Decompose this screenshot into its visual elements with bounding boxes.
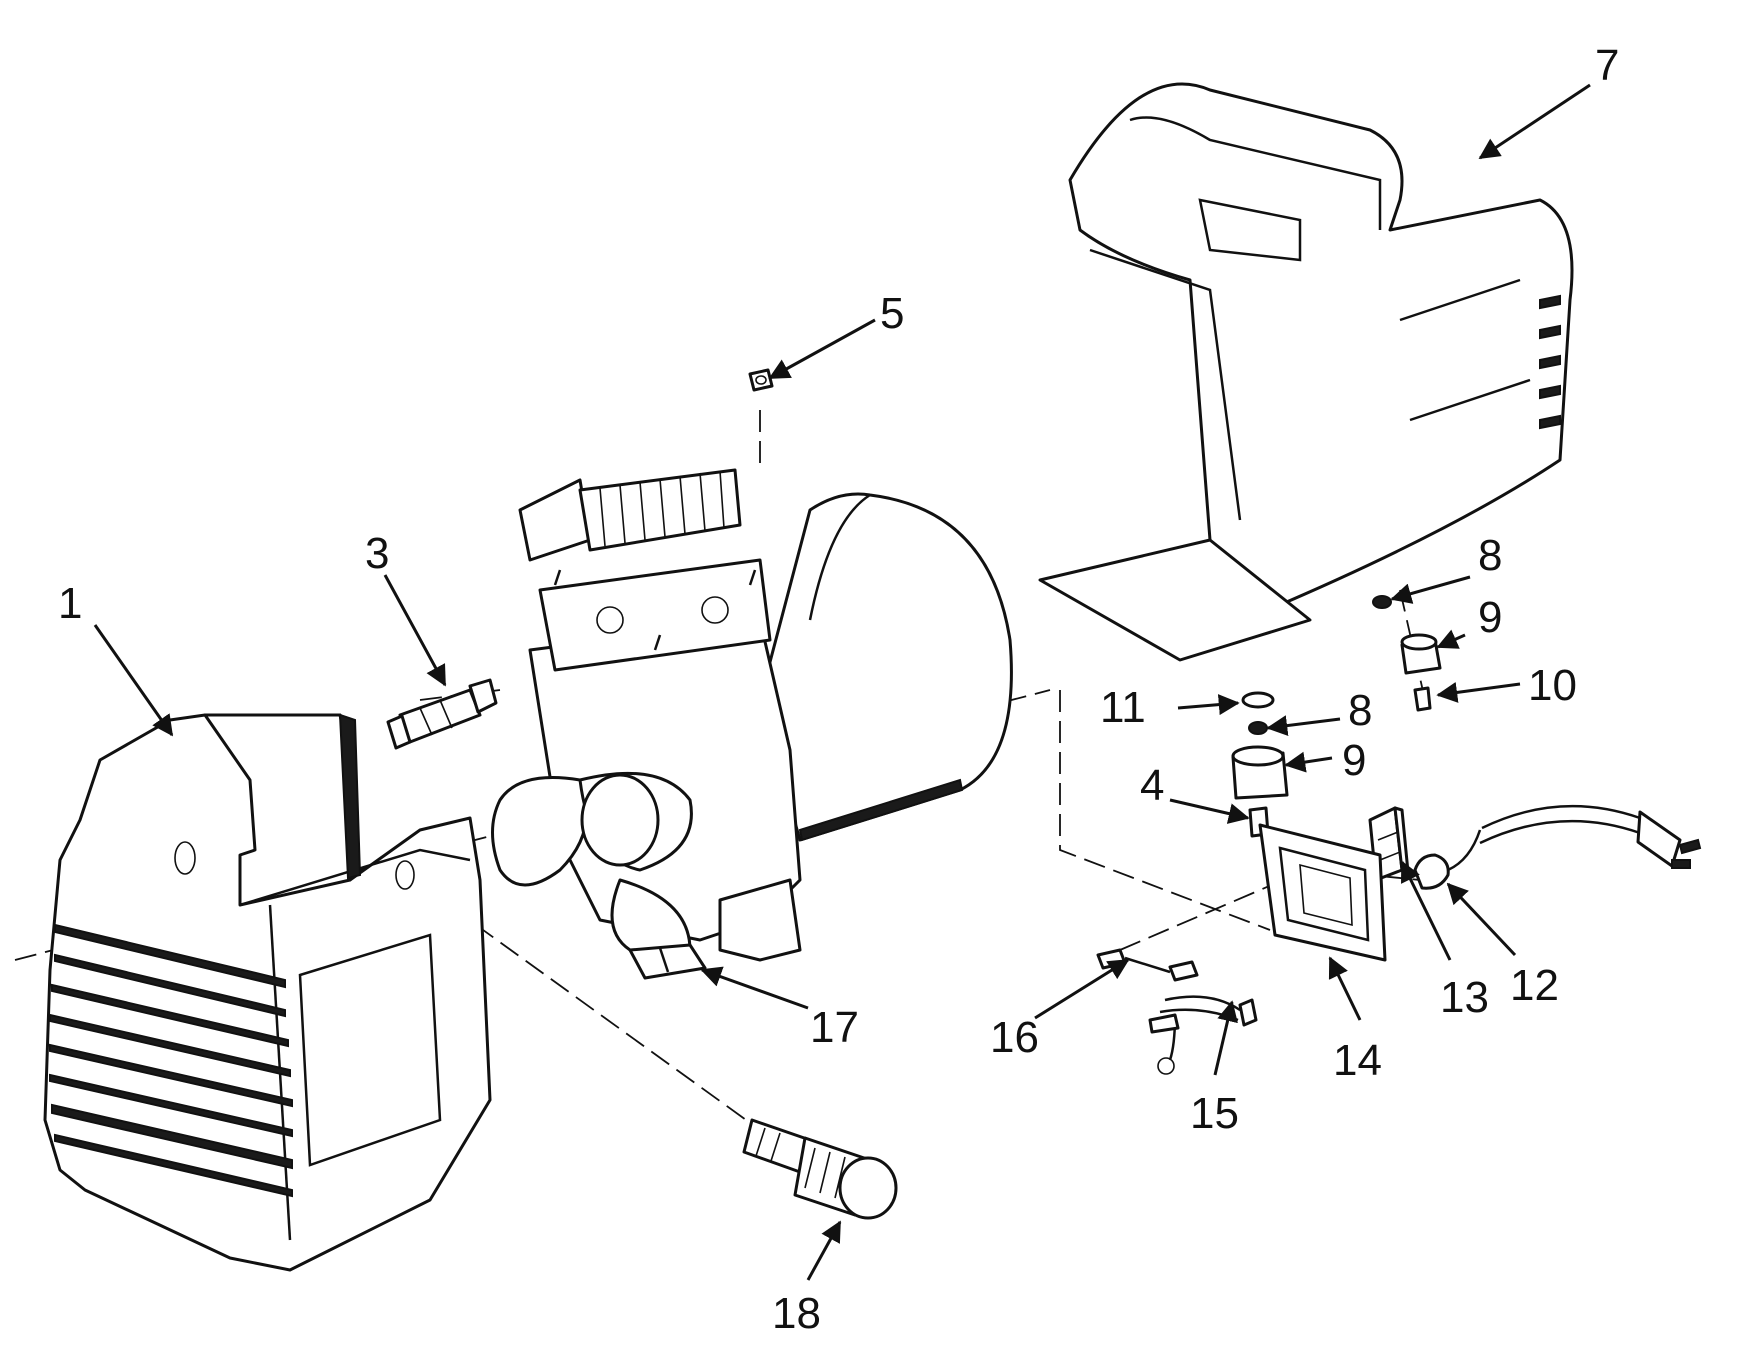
callout-14: 14 [1333,1036,1382,1085]
callout-8-right: 8 [1478,531,1502,580]
shroud-vent-slots [49,923,293,1198]
callout-labels: 1 3 5 7 8 9 10 11 8 9 4 12 13 14 15 16 1… [58,41,1619,1338]
part-16-terminal-strap [1096,948,1199,982]
part-7-handle-cover [1038,82,1574,662]
callout-15: 15 [1190,1089,1239,1138]
callout-17: 17 [810,1003,859,1052]
pump-motor-assembly [491,468,1013,962]
callout-12: 12 [1510,961,1559,1010]
rear-cover-vents [1539,294,1561,430]
part-5-nut [748,368,774,392]
callout-4: 4 [1140,761,1164,810]
callout-5: 5 [880,289,904,338]
part-17-clip [628,943,707,980]
part-14-switch-housing [1258,823,1387,962]
part-18-drain-valve [742,1118,898,1220]
callout-13: 13 [1440,973,1489,1022]
callout-16: 16 [990,1013,1039,1062]
callout-8-center: 8 [1348,686,1372,735]
callout-9-right: 9 [1478,593,1502,642]
part-15-wire-harness [1148,995,1258,1075]
right-isolator-stack [1372,595,1442,712]
callout-10: 10 [1528,661,1577,710]
callout-7: 7 [1595,41,1619,90]
callout-9-center: 9 [1342,736,1366,785]
part-12-power-cord [1413,804,1702,890]
callout-3: 3 [365,529,389,578]
callout-leaders [93,83,1591,1281]
callout-1: 1 [58,579,82,628]
callout-11: 11 [1100,683,1146,732]
part-1-shroud [43,713,492,1272]
part-3-nipple [386,678,498,750]
callout-18: 18 [772,1289,821,1338]
cylinder-head-fins [578,468,742,552]
center-isolator-stack [1231,691,1289,838]
